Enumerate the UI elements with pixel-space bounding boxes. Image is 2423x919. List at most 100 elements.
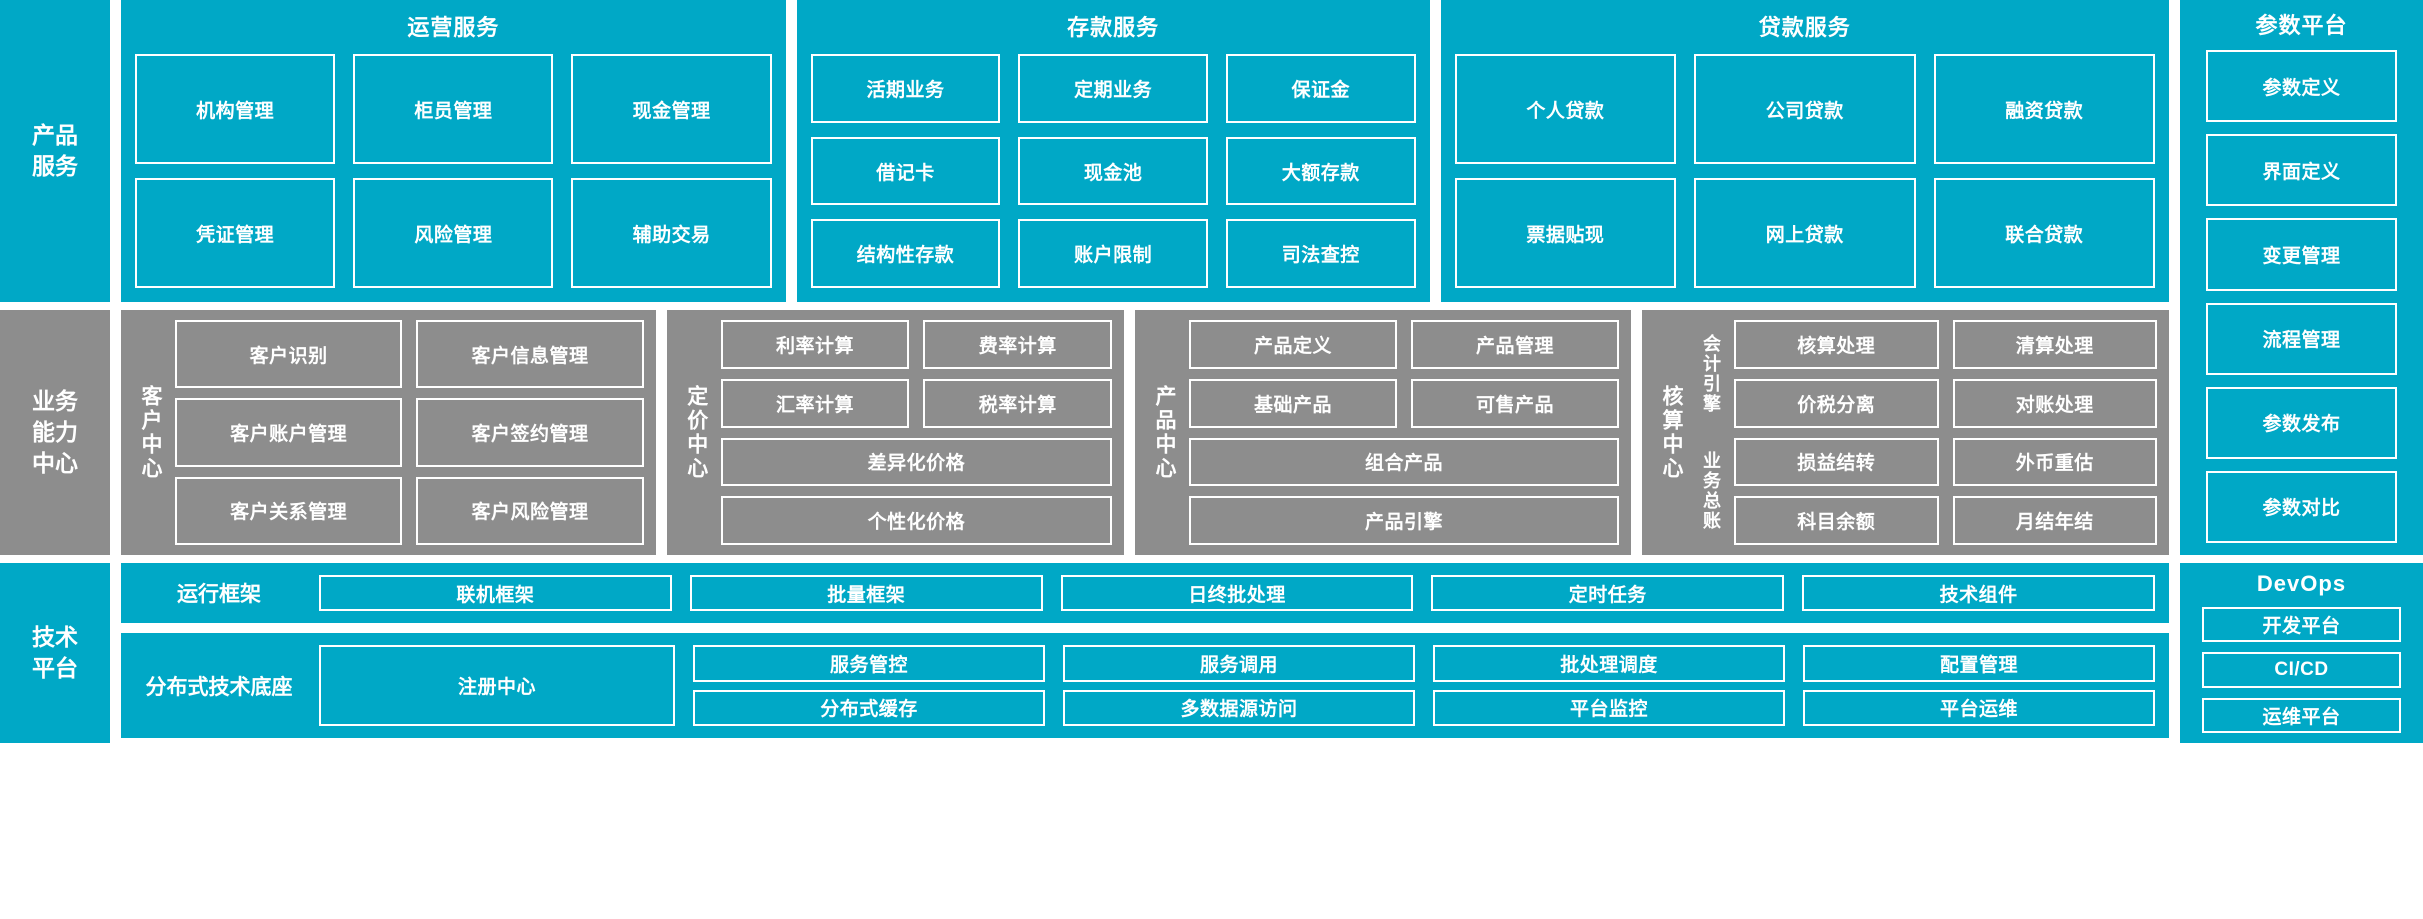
tech-cell-eod-batch[interactable]: 日终批处理 (1060, 575, 1414, 611)
service-cell-financing-loan[interactable]: 融资贷款 (1933, 54, 2156, 164)
capability-exchange-rate-calc[interactable]: 汇率计算 (720, 378, 910, 428)
service-cell-account-restriction[interactable]: 账户限制 (1018, 219, 1208, 289)
center-row: 科目余额 月结年结 (1734, 496, 2158, 545)
parameter-item-definition[interactable]: 参数定义 (2206, 50, 2397, 123)
capability-customer-contract-mgmt[interactable]: 客户签约管理 (416, 398, 644, 467)
parameter-item-process-mgmt[interactable]: 流程管理 (2206, 302, 2397, 375)
layer-product-services: 产品 服务 运营服务 机构管理 柜员管理 现金管理 凭证管理 风险管理 辅助交易… (0, 0, 2423, 555)
service-cell-joint-loan[interactable]: 联合贷款 (1933, 178, 2156, 288)
tech-cell-batch-framework[interactable]: 批量框架 (689, 575, 1043, 611)
center-row: 产品引擎 (1189, 496, 1620, 545)
group-row: 凭证管理 风险管理 辅助交易 (135, 178, 772, 288)
panel-devops: DevOps 开发平台 CI/CD 运维平台 (2180, 563, 2423, 743)
layer-label-technology-platform: 技术 平台 (0, 563, 110, 743)
capability-customer-relation-mgmt[interactable]: 客户关系管理 (175, 476, 403, 545)
capability-fee-rate-calc[interactable]: 费率计算 (923, 320, 1113, 369)
capability-reconciliation-processing[interactable]: 对账处理 (1952, 378, 2158, 428)
parameter-item-compare[interactable]: 参数对比 (2206, 470, 2397, 544)
capability-product-definition[interactable]: 产品定义 (1189, 320, 1398, 369)
service-cell-demand-deposit[interactable]: 活期业务 (810, 54, 1001, 123)
service-cell-voucher-management[interactable]: 凭证管理 (135, 178, 336, 288)
service-cell-corporate-loan[interactable]: 公司贷款 (1694, 54, 1916, 164)
layer-business-capability: 业务 能力 中心 客户中心 客户识别 客户信息管理 客户账户管理 客户签约管理 … (0, 310, 2423, 555)
center-row: 差异化价格 (720, 437, 1113, 487)
service-cell-auxiliary-trade[interactable]: 辅助交易 (571, 178, 772, 288)
parameter-item-publish[interactable]: 参数发布 (2206, 386, 2397, 459)
capability-customer-info-mgmt[interactable]: 客户信息管理 (416, 320, 644, 389)
group-row: 借记卡 现金池 大额存款 (810, 136, 1416, 206)
capability-account-balance[interactable]: 科目余额 (1734, 496, 1939, 545)
center-pricing: 定价中心 利率计算 费率计算 汇率计算 税率计算 差异化价格 个性化价格 (666, 310, 1125, 555)
tech-cell-tech-components[interactable]: 技术组件 (1802, 575, 2155, 611)
tech-cell-batch-scheduling[interactable]: 批处理调度 (1433, 645, 1785, 682)
center-label-customer: 客户中心 (139, 384, 162, 481)
capability-composite-product[interactable]: 组合产品 (1189, 437, 1620, 487)
service-cell-large-deposit[interactable]: 大额存款 (1225, 136, 1416, 206)
service-cell-personal-loan[interactable]: 个人贷款 (1454, 54, 1677, 164)
service-cell-judicial-control[interactable]: 司法查控 (1225, 219, 1416, 289)
capability-basic-product[interactable]: 基础产品 (1189, 378, 1398, 428)
tech-cell-online-framework[interactable]: 联机框架 (319, 575, 672, 611)
center-row: 利率计算 费率计算 (720, 320, 1113, 369)
tech-column: 服务调用 多数据源访问 (1063, 645, 1415, 726)
service-cell-org-management[interactable]: 机构管理 (135, 54, 336, 164)
service-cell-cash-management[interactable]: 现金管理 (571, 54, 772, 164)
service-cell-risk-management[interactable]: 风险管理 (353, 178, 554, 288)
tech-cell-service-invocation[interactable]: 服务调用 (1063, 645, 1415, 682)
service-cell-cash-pool[interactable]: 现金池 (1018, 136, 1208, 206)
tech-cell-registry-center[interactable]: 注册中心 (319, 645, 675, 726)
tech-cell-platform-ops[interactable]: 平台运维 (1803, 689, 2155, 726)
center-row: 损益结转 外币重估 (1734, 437, 2158, 487)
capability-month-year-close[interactable]: 月结年结 (1952, 496, 2158, 545)
center-row: 客户关系管理 客户风险管理 (175, 476, 644, 545)
tech-cell-scheduled-task[interactable]: 定时任务 (1431, 575, 1785, 611)
capability-profit-loss-carryover[interactable]: 损益结转 (1734, 437, 1939, 487)
devops-item-dev-platform[interactable]: 开发平台 (2202, 607, 2401, 643)
tech-cell-platform-monitoring[interactable]: 平台监控 (1433, 689, 1785, 726)
panel-title-parameter-platform: 参数平台 (2255, 13, 2348, 38)
center-row: 产品定义 产品管理 (1189, 320, 1620, 369)
layer-label-product-services: 产品 服务 (0, 0, 110, 302)
service-cell-margin[interactable]: 保证金 (1225, 54, 1416, 123)
tech-cell-config-management[interactable]: 配置管理 (1803, 645, 2155, 682)
capability-customer-risk-mgmt[interactable]: 客户风险管理 (416, 476, 644, 545)
tech-cell-multi-datasource[interactable]: 多数据源访问 (1063, 689, 1415, 726)
capability-product-mgmt[interactable]: 产品管理 (1411, 320, 1620, 369)
capability-price-tax-separation[interactable]: 价税分离 (1734, 378, 1939, 428)
group-row: 票据贴现 网上贷款 联合贷款 (1454, 178, 2156, 288)
capability-product-engine[interactable]: 产品引擎 (1189, 496, 1620, 545)
service-cell-time-deposit[interactable]: 定期业务 (1018, 54, 1208, 123)
capability-personalized-price[interactable]: 个性化价格 (720, 496, 1113, 545)
center-product: 产品中心 产品定义 产品管理 基础产品 可售产品 组合产品 产品引擎 (1135, 310, 1632, 555)
tech-column: 配置管理 平台运维 (1803, 645, 2155, 726)
center-row: 汇率计算 税率计算 (720, 378, 1113, 428)
tech-column: 服务管控 分布式缓存 (693, 645, 1045, 726)
devops-item-cicd[interactable]: CI/CD (2202, 652, 2401, 688)
capability-customer-identification[interactable]: 客户识别 (175, 320, 403, 389)
capability-differentiated-price[interactable]: 差异化价格 (720, 437, 1113, 487)
service-cell-debit-card[interactable]: 借记卡 (810, 136, 1001, 206)
capability-tax-rate-calc[interactable]: 税率计算 (923, 378, 1113, 428)
subgroup-accounting-engine: 会计引擎 核算处理 清算处理 价税分离 对账处理 (1696, 320, 2158, 428)
band-label-runtime-framework: 运行框架 (177, 583, 261, 606)
capability-customer-account-mgmt[interactable]: 客户账户管理 (175, 398, 403, 467)
capability-interest-rate-calc[interactable]: 利率计算 (720, 320, 910, 369)
service-cell-online-loan[interactable]: 网上贷款 (1694, 178, 1916, 288)
service-cell-structured-deposit[interactable]: 结构性存款 (810, 219, 1001, 289)
service-cell-bill-discount[interactable]: 票据贴现 (1454, 178, 1677, 288)
band-runtime-framework: 运行框架 联机框架 批量框架 日终批处理 定时任务 技术组件 (121, 563, 2169, 623)
tech-cell-distributed-cache[interactable]: 分布式缓存 (693, 689, 1045, 726)
service-cell-teller-management[interactable]: 柜员管理 (353, 54, 554, 164)
capability-settlement-processing[interactable]: 清算处理 (1952, 320, 2158, 369)
tech-cell-service-governance[interactable]: 服务管控 (693, 645, 1045, 682)
capability-accounting-processing[interactable]: 核算处理 (1734, 320, 1939, 369)
parameter-item-ui-definition[interactable]: 界面定义 (2206, 134, 2397, 207)
capability-sellable-product[interactable]: 可售产品 (1411, 378, 1620, 428)
center-row: 个性化价格 (720, 496, 1113, 545)
group-title-operation-services: 运营服务 (407, 15, 500, 40)
devops-item-ops-platform[interactable]: 运维平台 (2202, 697, 2401, 733)
group-row: 活期业务 定期业务 保证金 (810, 54, 1416, 123)
capability-fx-revaluation[interactable]: 外币重估 (1952, 437, 2158, 487)
parameter-item-change-mgmt[interactable]: 变更管理 (2206, 218, 2397, 291)
